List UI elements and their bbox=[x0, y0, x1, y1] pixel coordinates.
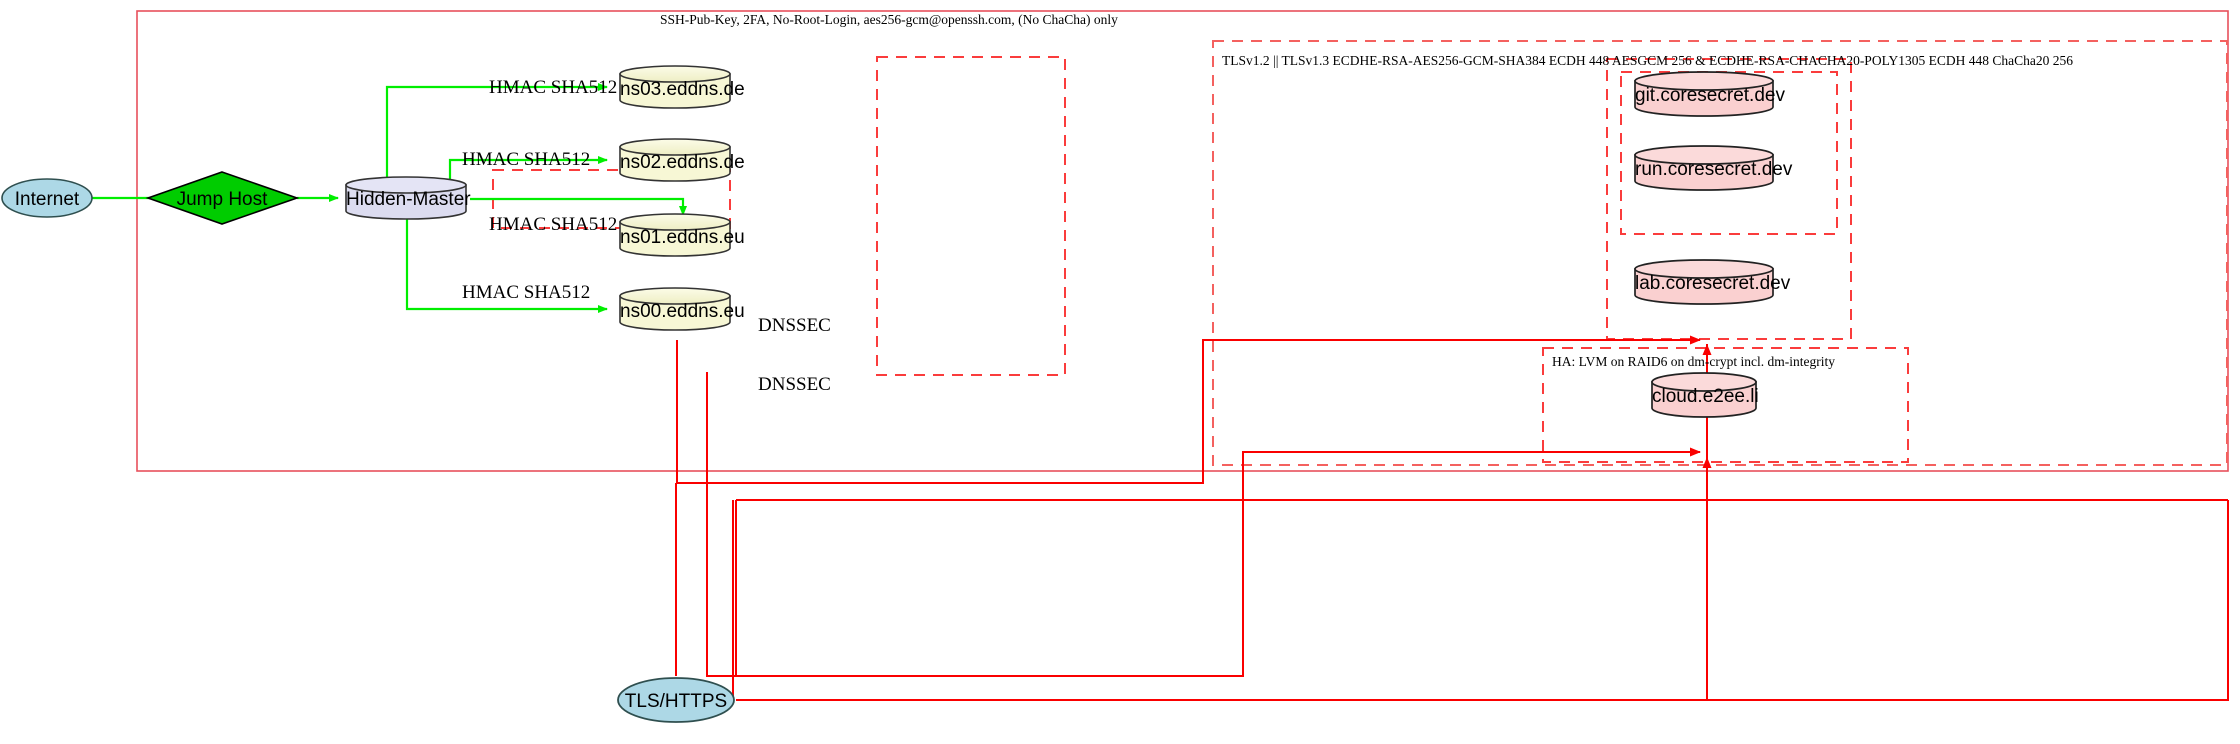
zone-coresecret-outer-boundary bbox=[1606, 58, 1852, 340]
node-ns02[interactable] bbox=[619, 138, 731, 182]
node-lab-coresecret-label: lab.coresecret.dev bbox=[1635, 273, 1791, 294]
node-tlshttps[interactable] bbox=[617, 677, 735, 723]
node-ns03[interactable] bbox=[619, 65, 731, 109]
edge-hiddenmaster-to-ns03 bbox=[385, 83, 608, 180]
node-ns00[interactable] bbox=[619, 287, 731, 331]
edge-dnssec-to-ha bbox=[706, 372, 1701, 677]
node-jumphost[interactable] bbox=[145, 171, 300, 225]
edge-tlshttps-bottom-run bbox=[736, 457, 1712, 701]
node-cloud-e2ee[interactable] bbox=[1651, 372, 1757, 418]
zone-ha-boundary bbox=[1542, 347, 1909, 463]
node-ns02-label: ns02.eddns.de bbox=[620, 152, 745, 173]
hmac-label-ns03: HMAC SHA512 bbox=[489, 77, 618, 98]
dnssec-label-1: DNSSEC bbox=[758, 315, 831, 336]
zone-tls-boundary bbox=[1212, 40, 2228, 466]
node-cloud-e2ee-label: cloud.e2ee.li bbox=[1652, 386, 1759, 407]
dnssec-label-2: DNSSEC bbox=[758, 374, 831, 395]
zone-nameservers-boundary bbox=[876, 56, 1066, 376]
node-hiddenmaster[interactable] bbox=[345, 176, 467, 220]
hmac-label-ns00: HMAC SHA512 bbox=[462, 282, 591, 303]
edge-hiddenmaster-to-ns00 bbox=[405, 218, 608, 313]
node-lab-coresecret[interactable] bbox=[1634, 259, 1774, 305]
zone-ssh-label: SSH-Pub-Key, 2FA, No-Root-Login, aes256-… bbox=[660, 12, 1118, 27]
edge-hiddenmaster-to-ns02 bbox=[448, 156, 608, 180]
node-hiddenmaster-label: Hidden-Master bbox=[346, 189, 471, 210]
edge-hiddenmaster-to-ns01 bbox=[470, 197, 687, 216]
node-git-coresecret-label: git.coresecret.dev bbox=[1635, 85, 1785, 106]
node-ns01-label: ns01.eddns.eu bbox=[620, 227, 745, 248]
node-jumphost-label: Jump Host bbox=[176, 189, 268, 210]
node-internet-label: Internet bbox=[14, 189, 80, 210]
edge-tlshttps-node-link bbox=[737, 500, 2229, 701]
node-run-coresecret[interactable] bbox=[1634, 145, 1774, 191]
node-internet[interactable] bbox=[1, 178, 93, 218]
zone-tls-label: TLSv1.2 || TLSv1.3 ECDHE-RSA-AES256-GCM-… bbox=[1222, 53, 2073, 68]
node-ns01[interactable] bbox=[619, 213, 731, 257]
node-run-coresecret-label: run.coresecret.dev bbox=[1635, 159, 1793, 180]
node-git-coresecret[interactable] bbox=[1634, 71, 1774, 117]
hmac-label-ns01: HMAC SHA512 bbox=[489, 214, 618, 235]
node-tlshttps-label: TLS/HTTPS bbox=[624, 691, 728, 712]
zone-ha-label: HA: LVM on RAID6 on dm-crypt incl. dm-in… bbox=[1552, 354, 1835, 369]
hmac-label-ns02: HMAC SHA512 bbox=[462, 149, 591, 170]
zone-ssh-boundary bbox=[136, 10, 2229, 472]
zone-coresecret-inner-boundary bbox=[1620, 71, 1838, 235]
node-ns03-label: ns03.eddns.de bbox=[620, 79, 745, 100]
node-ns00-label: ns00.eddns.eu bbox=[620, 301, 745, 322]
edge-dnssec-to-coresecret bbox=[676, 335, 1701, 484]
